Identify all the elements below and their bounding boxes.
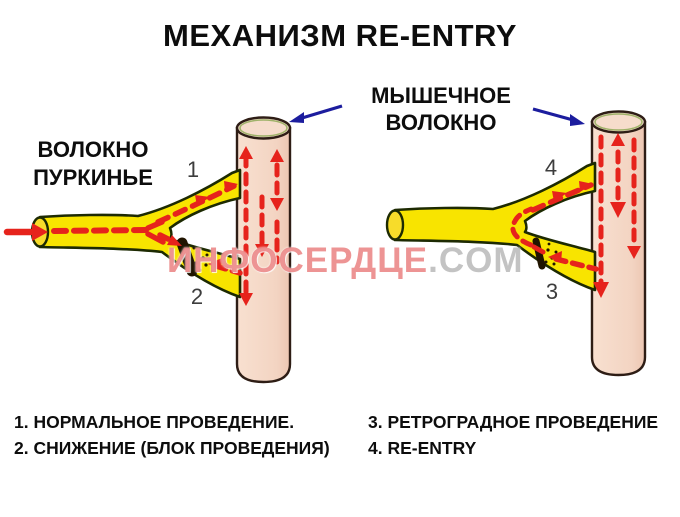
muscle-fiber-label-line1: МЫШЕЧНОЕ [371,83,511,108]
legend-item-2: 2. СНИЖЕНИЕ (БЛОК ПРОВЕДЕНИЯ) [14,437,330,458]
conduction-arrows-right [510,133,641,298]
muscle-fiber-label: МЫШЕЧНОЕ ВОЛОКНО [330,82,552,136]
muscle-fiber-cap-right [590,110,647,134]
muscle-fiber-label-line2: ВОЛОКНО [385,110,497,135]
left-panel-normal-conduction-and-block: 1 2 [3,116,292,384]
legend-item-4: 4. RE-ENTRY [368,437,477,458]
right-panel-reentry: 4 3 [385,110,647,377]
muscle-fiber-cap-rim [239,119,288,137]
muscle-fiber-cap-rim-right [594,113,643,131]
page-title: МЕХАНИЗМ RE-ENTRY [163,18,517,53]
legend-left-column: 1. НОРМАЛЬНОЕ ПРОВЕДЕНИЕ. 2. СНИЖЕНИЕ (Б… [14,410,330,461]
legend-item-1: 1. НОРМАЛЬНОЕ ПРОВЕДЕНИЕ. [14,412,295,432]
number-label-1: 1 [187,157,199,182]
purkinje-fiber-label: ВОЛОКНО ПУРКИНЬЕ [14,136,172,192]
purkinje-fiber-shape [38,168,242,299]
conduction-arrows-left [3,146,284,306]
purkinje-fiber-end-cap-right [385,209,405,241]
pointer-arrow-right [532,107,585,126]
purkinje-fiber-shape-right [393,161,597,292]
muscle-fiber-cap [235,116,292,140]
purkinje-fiber-label-line1: ВОЛОКНО [37,137,149,162]
number-label-4: 4 [545,155,557,180]
pointer-arrow-left [289,104,343,123]
purkinje-fiber-label-line2: ПУРКИНЬЕ [33,165,153,190]
legend-right-column: 3. РЕТРОГРАДНОЕ ПРОВЕДЕНИЕ 4. RE-ENTRY [368,410,658,461]
number-label-2: 2 [191,284,203,309]
number-label-3: 3 [546,279,558,304]
label-pointer-arrows [289,104,585,126]
legend-item-3: 3. РЕТРОГРАДНОЕ ПРОВЕДЕНИЕ [368,412,659,432]
block-region [176,237,209,277]
